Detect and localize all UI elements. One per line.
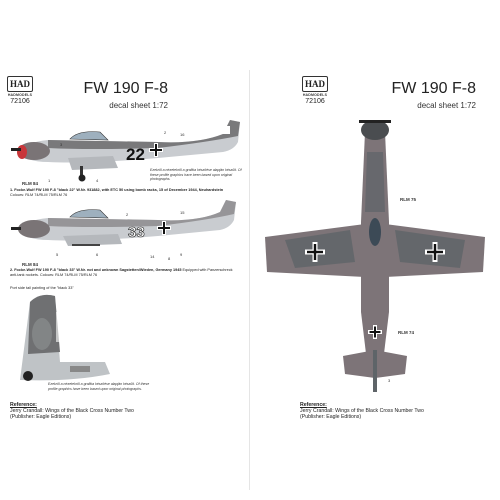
caption-1-colours: Colours: RLM 74/RLM 75/RLM 76 (10, 193, 68, 197)
profile-black-33: 33 (11, 200, 236, 246)
rlm-label-bottom: RLM 74 (398, 330, 415, 335)
left-panel: HAD HADMODELS 72106 FW 190 F-8 decal she… (7, 76, 242, 420)
callout-number: 5 (56, 252, 59, 257)
reference-line-2: (Publisher: Eagle Editions) (300, 414, 362, 420)
profile-black-22: 22 (11, 120, 240, 182)
caption-2: 2. Focke-Wulf FW 190 F-8 "black 33" W.Nr… (10, 268, 238, 278)
callout-number: 3 (388, 378, 391, 383)
callout-number: 2 (164, 130, 167, 135)
had-logo: HAD HADMODELS 72106 (7, 76, 33, 105)
note-bottom: Ezekről a nézetekről a grafika készítése… (48, 382, 150, 391)
reference-line-1: Jerry Crandall: Wings of the Black Cross… (10, 408, 134, 414)
caption-2-colours: Equipped with Panzerschreck anti-tank ro… (10, 268, 233, 277)
product-code: 72106 (305, 98, 325, 105)
callout-number: 6 (96, 252, 99, 257)
product-code: 72106 (10, 98, 30, 105)
wing-cross-icon (425, 242, 445, 262)
callout-number: 2 (126, 212, 129, 217)
rlm-label-top: RLM 75 (400, 197, 417, 202)
callout-number: 9 (180, 252, 183, 257)
callout-number: 1 (48, 178, 51, 183)
sheet-subtitle: decal sheet 1:72 (417, 101, 476, 110)
tail-caption: Port side tail painting of the "black 33… (10, 286, 74, 290)
note-top: Ezekről a nézetekről a grafika készítése… (150, 168, 242, 181)
reference-right: Reference: Jerry Crandall: Wings of the … (300, 402, 496, 420)
reference-line-2: (Publisher: Eagle Editions) (10, 414, 72, 420)
reference-heading: Reference: (300, 402, 327, 408)
panel-divider (249, 70, 250, 490)
plan-view-aircraft (265, 120, 485, 392)
reference-left: Reference: Jerry Crandall: Wings of the … (10, 402, 240, 420)
logo-mark: HAD (302, 76, 328, 92)
fuselage-code-33: 33 (128, 224, 145, 241)
sheet-title: FW 190 F-8 (83, 80, 168, 97)
caption-2-title: 2. Focke-Wulf FW 190 F-8 "black 33" W.Nr… (10, 268, 182, 272)
callout-number: 4 (96, 178, 99, 183)
had-logo: HAD HADMODELS 72106 (302, 76, 328, 105)
caption-1-title: 1. Focke-Wulf FW 190 F-8 "black 22" W.Nr… (10, 188, 224, 192)
callout-number: 8 (168, 256, 171, 261)
tail-detail-black-33 (20, 294, 110, 381)
callout-number: 14 (150, 254, 155, 259)
balkenkreuz-icon (149, 143, 163, 157)
wing-cross-icon (305, 242, 325, 262)
reference-line-1: Jerry Crandall: Wings of the Black Cross… (300, 408, 424, 414)
logo-maker: HADMODELS (302, 93, 328, 97)
callout-number: 3 (60, 142, 63, 147)
reference-heading: Reference: (10, 402, 37, 408)
fuselage-cross-icon (368, 325, 382, 339)
rlm-label-b: RLM 84 (22, 262, 39, 267)
balkenkreuz-icon (157, 221, 171, 235)
swastika-icon (222, 126, 230, 134)
caption-1: 1. Focke-Wulf FW 190 F-8 "black 22" W.Nr… (10, 188, 238, 198)
fuselage-code-22: 22 (126, 145, 145, 164)
rlm-label-a: RLM 84 (22, 181, 39, 186)
callout-number: 15 (180, 210, 185, 215)
logo-mark: HAD (7, 76, 33, 92)
sheet-subtitle: decal sheet 1:72 (109, 101, 168, 110)
right-panel: HAD HADMODELS 72106 FW 190 F-8 decal she… (250, 0, 500, 500)
sheet-title: FW 190 F-8 (391, 80, 476, 97)
callout-number: 16 (180, 132, 185, 137)
logo-maker: HADMODELS (7, 93, 33, 97)
